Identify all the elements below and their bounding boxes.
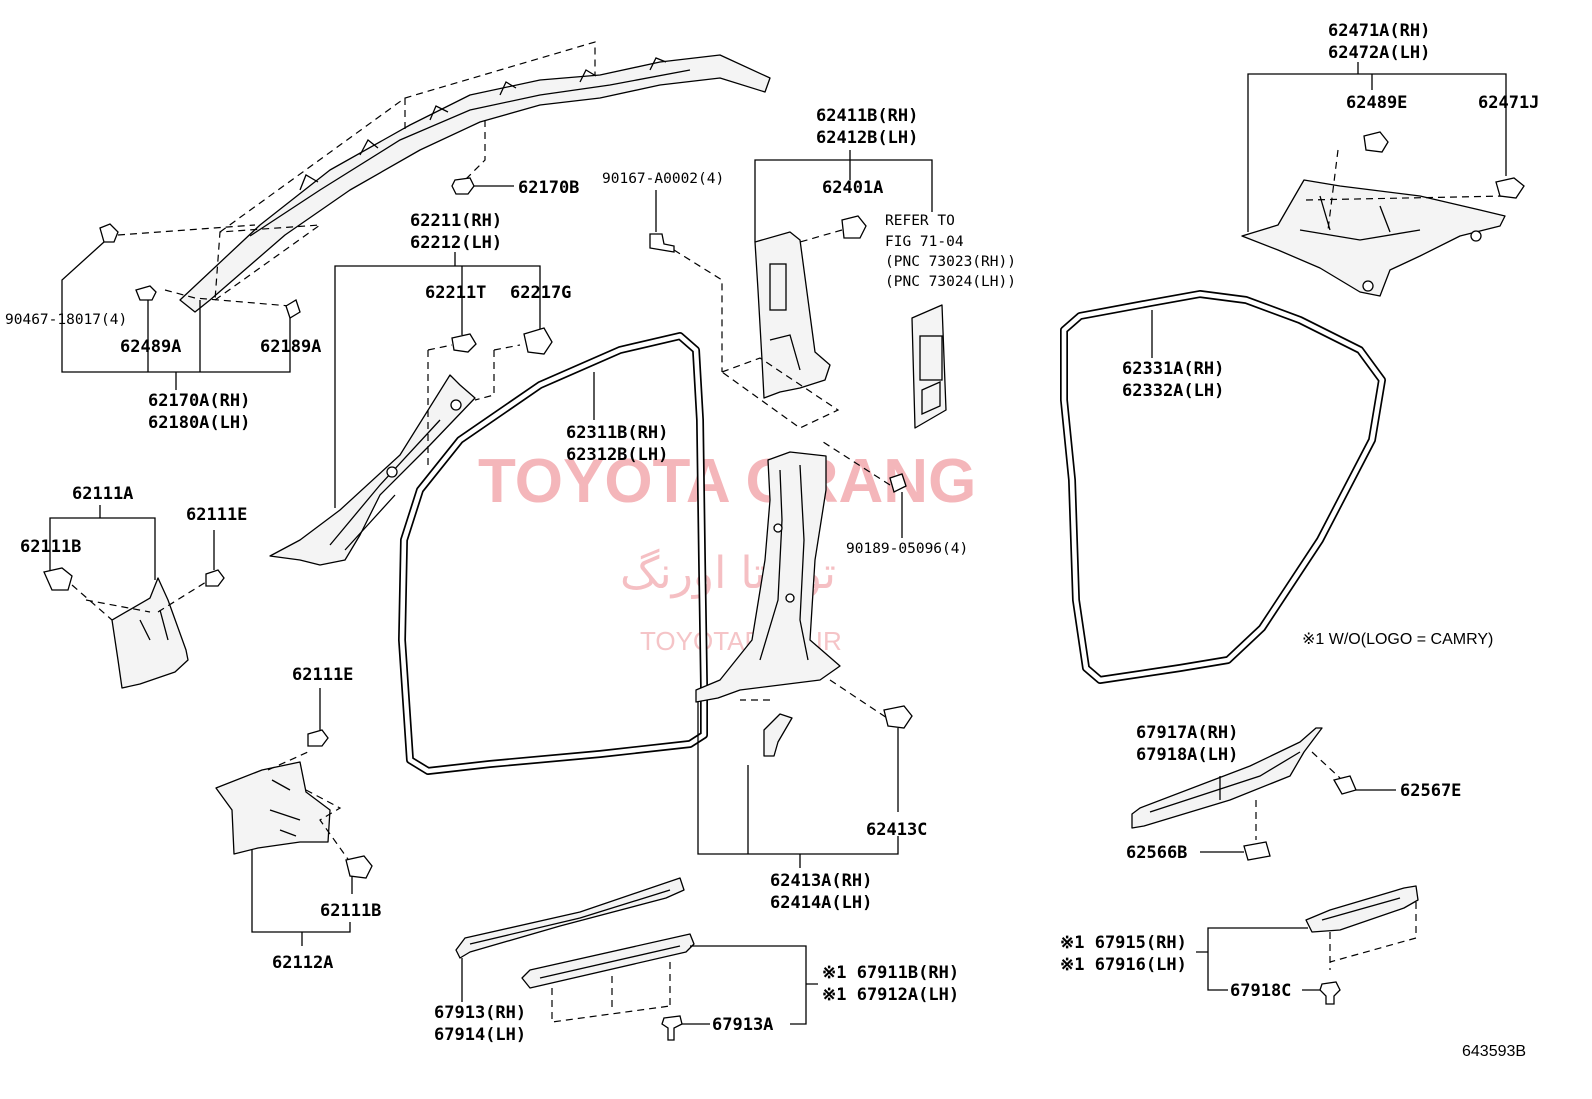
clip-62401A-icon (799, 215, 867, 243)
label-62472A: 62472A(LH) (1328, 43, 1430, 63)
small-trim-piece-part (763, 713, 793, 757)
label-67916: ※1 67916(LH) (1060, 955, 1187, 975)
label-62489A: 62489A (120, 337, 181, 357)
label-62211: 62211(RH) (410, 211, 502, 231)
label-62471J: 62471J (1478, 93, 1539, 113)
front-scuff-plate-part (455, 877, 685, 959)
front-pillar-garnish-part (269, 344, 521, 566)
label-62401A: 62401A (822, 178, 883, 198)
clip-62489A-icon (135, 285, 157, 301)
clip-62217G-icon (523, 327, 553, 355)
label-90189-05096: 90189-05096(4) (846, 541, 968, 557)
label-62111B-lower: 62111B (320, 901, 381, 921)
label-62170A: 62170A(RH) (148, 391, 250, 411)
label-62189A: 62189A (260, 337, 321, 357)
label-67917A: 67917A(RH) (1136, 723, 1238, 743)
clip-62566B-icon (1200, 841, 1271, 861)
label-67918A: 67918A(LH) (1136, 745, 1238, 765)
label-62212: 62212(LH) (410, 233, 502, 253)
clip-67913A-icon (661, 945, 818, 1041)
front-door-weatherstrip-part (398, 332, 708, 775)
label-62111B-upper: 62111B (20, 537, 81, 557)
clip-62111E-icon (205, 530, 225, 587)
label-refer-to: REFER TO (885, 213, 955, 229)
label-67914: 67914(LH) (434, 1025, 526, 1045)
label-62413A: 62413A(RH) (770, 871, 872, 891)
clip-62111E-lower-icon (307, 688, 329, 747)
rear-pillar-garnish-part (1241, 149, 1507, 297)
label-62414A: 62414A(LH) (770, 893, 872, 913)
clip-62170B-icon (451, 177, 514, 195)
label-62311B: 62311B(RH) (566, 423, 668, 443)
note-without-logo: ※1 W/O(LOGO = CAMRY) (1302, 631, 1493, 648)
clip-62111B-lower-icon (345, 855, 373, 894)
label-67915: ※1 67915(RH) (1060, 933, 1187, 953)
label-62412B: 62412B(LH) (816, 128, 918, 148)
label-62489E: 62489E (1346, 93, 1407, 113)
rear-door-scuff-plate-part (1305, 885, 1419, 970)
leader-62170A (61, 241, 291, 390)
leader-62211 (334, 252, 541, 508)
clip-67918C-icon (1302, 981, 1341, 1005)
label-62312B: 62312B(LH) (566, 445, 668, 465)
rear-scuff-plate-part (1131, 727, 1341, 840)
label-62111E-lower: 62111E (292, 665, 353, 685)
clip-62189A-icon (285, 299, 301, 319)
cowl-side-trim-part (71, 577, 207, 689)
cowl-side-trim-lower-part (215, 751, 351, 863)
label-62180A: 62180A(LH) (148, 413, 250, 433)
label-62111E-upper: 62111E (186, 505, 247, 525)
label-67912A: ※1 67912A(LH) (822, 985, 959, 1005)
label-90467-18017: 90467-18017(4) (5, 312, 127, 328)
leader-62112A (251, 850, 351, 946)
label-62217G: 62217G (510, 283, 571, 303)
label-62413C: 62413C (866, 820, 927, 840)
roof-rail-bracket-part (117, 41, 771, 313)
clip-62211T-icon (451, 333, 477, 353)
label-refer-fig: FIG 71-04 (885, 234, 964, 250)
label-67918C: 67918C (1230, 981, 1291, 1001)
label-62411B: 62411B(RH) (816, 106, 918, 126)
rear-door-weatherstrip-part (1060, 290, 1386, 684)
clip-62471J-icon (1495, 177, 1525, 199)
center-pillar-lower-garnish-part (695, 451, 891, 721)
label-refer-pnc-lh: (PNC 73024(LH)) (885, 274, 1016, 290)
leader-67915 (1196, 927, 1308, 991)
label-62170B: 62170B (518, 178, 579, 198)
clip-62111B-icon (43, 567, 73, 591)
clip-62567E-icon (1333, 775, 1396, 795)
label-62331A: 62331A(RH) (1122, 359, 1224, 379)
leader-62471A (1247, 62, 1507, 232)
clip-62413C-icon (883, 705, 913, 812)
label-67911B: ※1 67911B(RH) (822, 963, 959, 983)
label-refer-pnc-rh: (PNC 73023(RH)) (885, 254, 1016, 270)
label-90167-A0002: 90167-A0002(4) (602, 171, 724, 187)
clip-90467-icon (99, 223, 119, 243)
leader-62411B (754, 150, 933, 242)
label-62471A: 62471A(RH) (1328, 21, 1430, 41)
label-62566B: 62566B (1126, 843, 1187, 863)
label-62567E: 62567E (1400, 781, 1461, 801)
leader-62111A (49, 505, 156, 580)
label-62111A: 62111A (72, 484, 133, 504)
label-62211T: 62211T (425, 283, 486, 303)
label-67913: 67913(RH) (434, 1003, 526, 1023)
seatbelt-anchor-part (911, 304, 947, 429)
label-62112A: 62112A (272, 953, 333, 973)
screw-90189-icon (819, 439, 907, 538)
front-door-scuff-plate-part (521, 933, 695, 1023)
center-pillar-upper-garnish-part (720, 231, 840, 429)
clip-62489E-icon (1363, 131, 1389, 153)
leader-62413A (697, 702, 899, 868)
screw-90167-icon (649, 190, 723, 372)
label-67913A: 67913A (712, 1015, 773, 1035)
label-62332A: 62332A(LH) (1122, 381, 1224, 401)
figure-id: 643593B (1462, 1043, 1526, 1060)
